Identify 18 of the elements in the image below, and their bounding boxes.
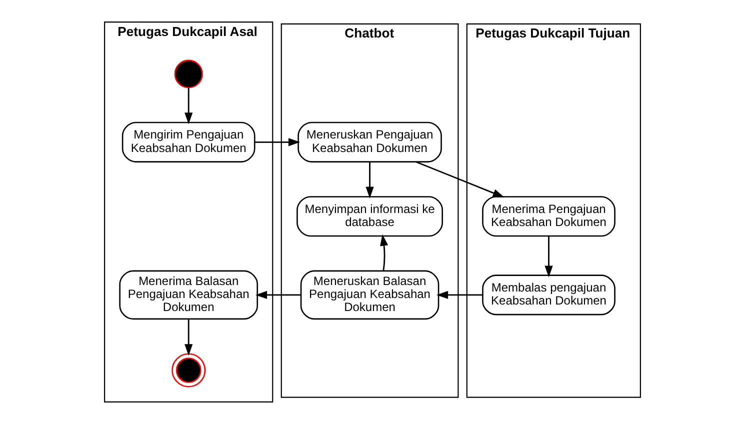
node-circle <box>174 59 203 88</box>
arrow <box>184 318 193 356</box>
arrow <box>380 234 388 270</box>
arrow <box>184 87 193 124</box>
arrow <box>416 160 504 197</box>
node-box: Meneruskan Balasan Pengajuan Keabsahan Dokumen <box>300 270 440 320</box>
arrow <box>436 290 483 298</box>
arrow <box>254 138 300 146</box>
node-box: Menyimpan informasi ke database <box>296 196 443 236</box>
arrow <box>366 162 374 198</box>
node-box: Menerima Pengajuan Keabsahan Dokumen <box>482 196 616 236</box>
arrow <box>544 236 553 277</box>
arrow <box>255 290 301 298</box>
node-box: Meneruskan Pengajuan Keabsahan Dokumen <box>298 121 442 162</box>
node-box: Membalas pengajuan Keabsahan Dokumen <box>482 274 616 315</box>
node-circle <box>172 352 206 387</box>
node-box: Mengirim Pengajuan Keabsahan Dokumen <box>122 121 256 162</box>
node-box: Menerima Balasan Pengajuan Keabsahan Dokumen <box>119 270 258 320</box>
